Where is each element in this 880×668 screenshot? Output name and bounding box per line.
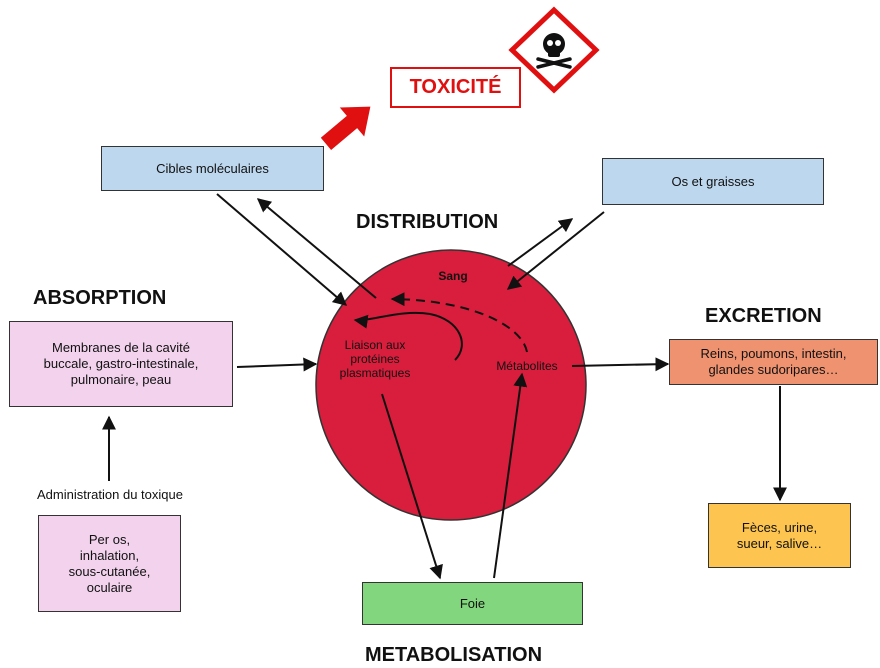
arrow-to-excretion <box>571 357 670 372</box>
box-foie: Foie <box>362 582 583 625</box>
skull-crossbones-icon <box>536 33 572 69</box>
arrow-to-os <box>507 218 574 267</box>
sang-label: Sang <box>438 269 468 283</box>
curved-arrow-dashed <box>390 292 528 353</box>
box-membranes: Membranes de la cavité buccale, gastro-i… <box>9 321 233 407</box>
box-feces: Fèces, urine, sueur, salive… <box>708 503 851 568</box>
box-cibles-moleculaires: Cibles moléculaires <box>101 146 324 191</box>
toxicity-label: TOXICITÉ <box>390 67 521 108</box>
administration-label: Administration du toxique <box>37 487 183 502</box>
curved-arrow-solid <box>353 311 463 361</box>
heading-excretion: EXCRETION <box>705 305 822 327</box>
metabolites-label: Métabolites <box>496 359 558 373</box>
arrow-to-metabolites <box>493 372 528 579</box>
box-os-graisses: Os et graisses <box>602 158 824 205</box>
arrow-from-os <box>506 211 605 290</box>
blood-circle <box>315 249 587 521</box>
box-per-os: Per os, inhalation, sous-cutanée, oculai… <box>38 515 181 612</box>
liaison-label: Liaison aux protéines plasmatiques <box>339 338 411 380</box>
hazard-diamond <box>508 6 600 94</box>
heading-distribution: DISTRIBUTION <box>356 211 499 233</box>
arrow-to-cibles <box>256 198 377 299</box>
box-reins: Reins, poumons, intestin, glandes sudori… <box>669 339 878 385</box>
toxicity-arrow <box>320 106 371 150</box>
arrow-to-liaison <box>216 193 348 306</box>
arrow-to-circle <box>236 357 318 372</box>
heading-absorption: ABSORPTION <box>33 287 167 309</box>
heading-metabolisation: METABOLISATION <box>365 644 543 666</box>
arrow-to-foie <box>381 393 443 580</box>
